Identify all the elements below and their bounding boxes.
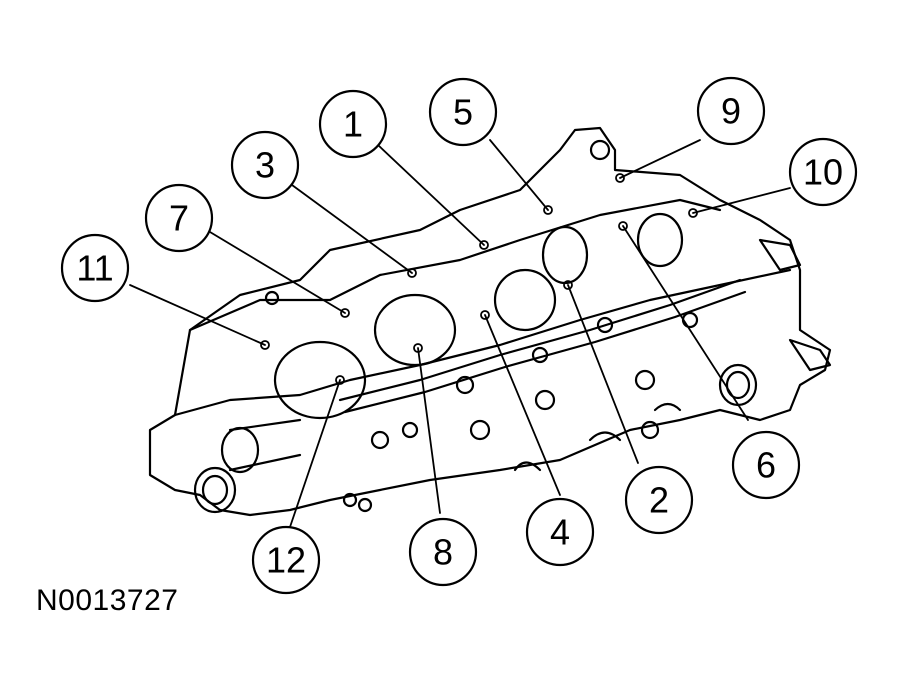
bolt-markers (260, 173, 698, 385)
callout-8: 8 (408, 517, 478, 587)
callout-12: 12 (251, 525, 321, 595)
callout-5: 5 (428, 77, 498, 147)
callout-1-label: 1 (343, 104, 363, 145)
callout-2-label: 2 (649, 480, 669, 521)
callout-9: 9 (696, 76, 766, 146)
callout-11-label: 11 (76, 248, 113, 289)
callout-7-label: 7 (169, 198, 189, 239)
callout-7: 7 (144, 183, 214, 253)
callout-3: 3 (230, 130, 300, 200)
callout-8-label: 8 (433, 532, 453, 573)
callout-9-label: 9 (721, 91, 741, 132)
head-casting (148, 126, 832, 517)
callout-11: 11 (60, 233, 130, 303)
callout-6: 6 (731, 430, 801, 500)
callout-1: 1 (318, 89, 388, 159)
callout-2: 2 (624, 465, 694, 535)
callout-4-label: 4 (550, 512, 570, 553)
callout-4: 4 (525, 497, 595, 567)
callout-10: 10 (788, 137, 858, 207)
callout-5-label: 5 (453, 92, 473, 133)
callout-12-label: 12 (266, 540, 306, 581)
figure-id: N0013727 (36, 584, 179, 617)
bearing-caps (338, 278, 747, 513)
callout-10-label: 10 (803, 152, 843, 193)
leader-lines (129, 139, 791, 528)
callout-6-label: 6 (756, 445, 776, 486)
callout-3-label: 3 (255, 145, 275, 186)
